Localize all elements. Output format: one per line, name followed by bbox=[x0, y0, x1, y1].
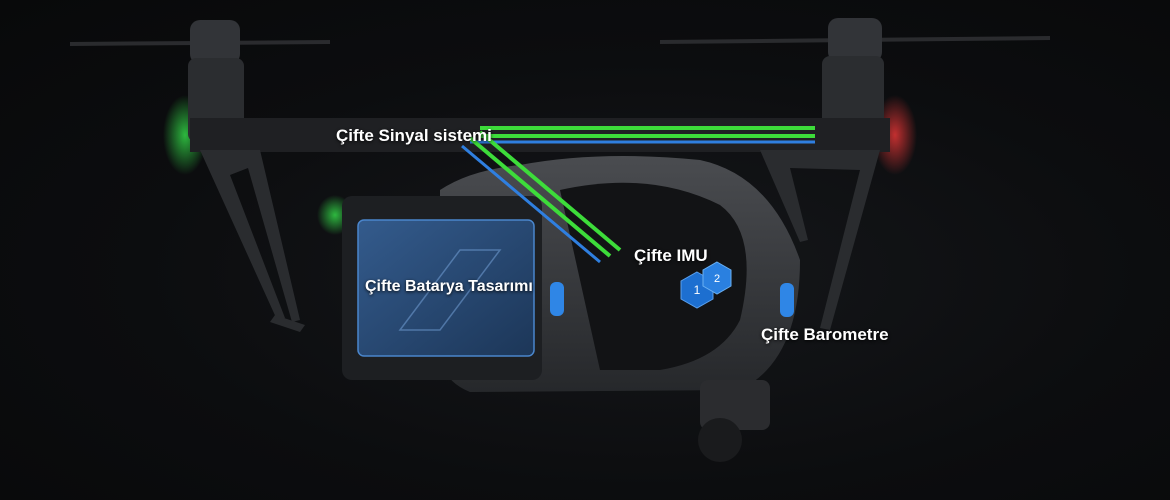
dual-signal-lines bbox=[461, 126, 815, 264]
left-landing-leg bbox=[200, 150, 300, 322]
dual-barometer-label: Çifte Barometre bbox=[761, 325, 889, 344]
imu-badge-2-label: 2 bbox=[714, 273, 720, 285]
right-landing-leg bbox=[760, 150, 880, 330]
dual-battery-label: Çifte Batarya Tasarımı bbox=[365, 278, 533, 295]
imu-badge-2: 2 bbox=[702, 261, 732, 295]
dual-imu-label: Çifte IMU bbox=[634, 246, 708, 265]
battery-highlight bbox=[357, 219, 535, 357]
gimbal-camera bbox=[698, 380, 770, 462]
barometer-cylinder-left bbox=[550, 282, 564, 316]
imu-badge-1-label: 1 bbox=[694, 283, 701, 297]
dual-signal-system-label: Çifte Sinyal sistemi bbox=[336, 126, 492, 145]
barometer-cylinder-right bbox=[780, 283, 794, 317]
